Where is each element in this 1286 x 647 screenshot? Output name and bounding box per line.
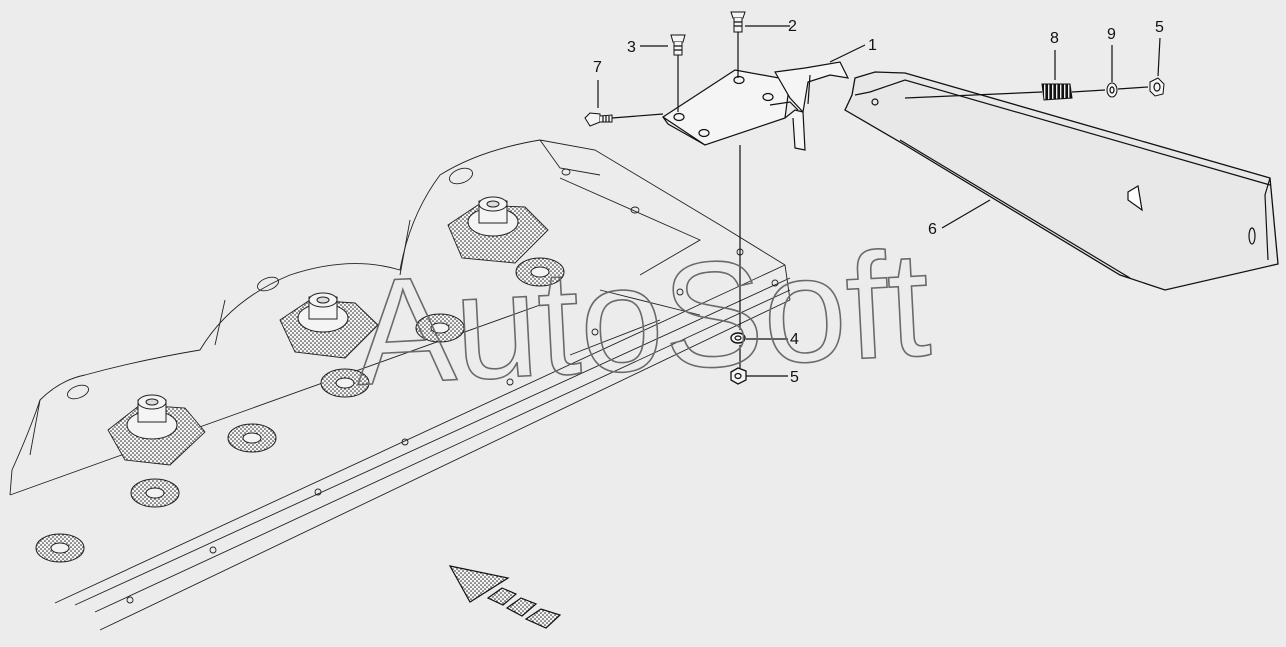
- callout-1: 1: [868, 37, 877, 54]
- cutter-bar-assembly: [9, 139, 791, 631]
- callout-labels: 1 2 3 4 5 5 6 7 8 9: [593, 18, 1164, 386]
- callout-6: 6: [928, 221, 937, 238]
- nut-part-5-top: [1149, 77, 1165, 97]
- callout-5-top: 5: [1155, 19, 1164, 36]
- disc-hub-2: [279, 292, 379, 359]
- callout-9: 9: [1107, 26, 1116, 43]
- disc-hub-1: [107, 394, 206, 466]
- callout-7: 7: [593, 59, 602, 76]
- bearing-washers: [35, 257, 565, 563]
- callout-8: 8: [1050, 30, 1059, 47]
- leader-lines: [597, 25, 1161, 377]
- callout-5-bottom: 5: [790, 369, 799, 386]
- disc-hub-3: [447, 196, 549, 264]
- nut-part-5-bottom: [730, 367, 747, 385]
- washer-part-4: [730, 332, 746, 344]
- screw-part-7: [584, 112, 664, 127]
- spring-part-8: [904, 83, 1106, 101]
- callout-4: 4: [790, 331, 799, 348]
- guard-shield-part: [844, 71, 1279, 291]
- washer-part-9: [1106, 82, 1149, 98]
- screw-part-3: [670, 34, 686, 112]
- watermark-text: AutoSoft: [350, 219, 933, 417]
- bracket-part: [661, 61, 850, 151]
- callout-3: 3: [627, 39, 636, 56]
- travel-direction-arrow-icon: [448, 565, 562, 629]
- screw-part-2: [730, 11, 746, 78]
- callout-2: 2: [788, 18, 797, 35]
